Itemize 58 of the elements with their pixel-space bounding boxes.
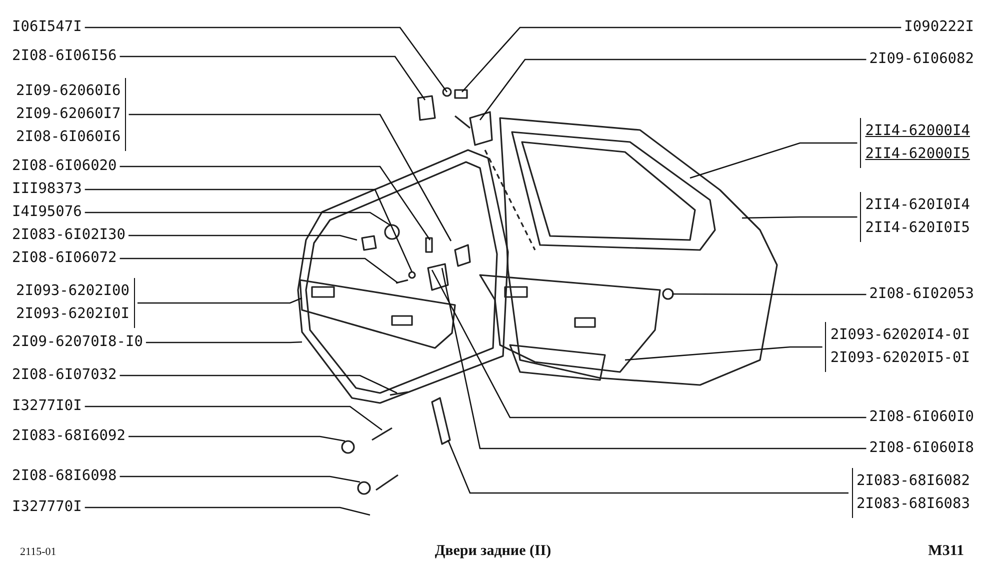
leader-line [120, 166, 431, 240]
leader-line [690, 142, 858, 179]
part-number: 2I08-6I060I0 [869, 406, 974, 429]
part-number: I3277I0I [12, 395, 82, 418]
part-number: 2I08-6I06072 [12, 247, 117, 270]
leader-line [128, 114, 452, 242]
leader-line [742, 216, 858, 219]
part-number: 2I083-68I6092 [12, 425, 126, 448]
leader-line [462, 26, 902, 92]
part-number: 2I093-62020I5-0I [830, 349, 970, 368]
part-number: 2I09-62070I8-I0 [12, 331, 143, 354]
part-number: 2I083-68I6082 [856, 472, 970, 491]
part-number: I327770I [12, 496, 82, 519]
leader-line [84, 506, 370, 516]
part-number: 2I08-6I06I56 [12, 45, 117, 68]
part-number: 2I08-6I060I6 [16, 128, 121, 147]
part-number: 2I08-68I6098 [12, 465, 117, 488]
part-number: 2II4-620I0I5 [865, 219, 970, 238]
leader-line [624, 346, 822, 361]
part-number: 2I093-6202I00 [16, 282, 130, 301]
leader-line [441, 268, 866, 450]
part-number: 2II4-62000I5 [865, 145, 970, 164]
leader-line [128, 234, 358, 241]
leader-line [84, 26, 448, 92]
part-number: 2I083-6I02I30 [12, 224, 126, 247]
leader-line [128, 436, 346, 442]
part-number: 2I093-62020I4-0I [830, 326, 970, 345]
part-number: I4I95076 [12, 201, 82, 224]
part-number: I06I547I [12, 16, 82, 39]
leader-line [120, 56, 426, 100]
part-number: 2II4-62000I4 [865, 122, 970, 141]
leader-line [84, 406, 382, 431]
leader-line [146, 341, 302, 344]
leader-line [120, 258, 398, 284]
part-number: 2II4-620I0I4 [865, 196, 970, 215]
part-number: III98373 [12, 178, 82, 201]
part-number: 2I083-68I6083 [856, 495, 970, 514]
leader-line [84, 212, 390, 226]
leader-line [447, 440, 848, 494]
part-number: 2I093-6202I0I [16, 305, 130, 324]
part-number: 2I09-62060I7 [16, 105, 121, 124]
leader-line [84, 188, 413, 272]
leader-line [120, 374, 398, 394]
leader-line [672, 293, 866, 296]
part-number: 2I09-6I06082 [869, 48, 974, 71]
part-number: I090222I [904, 16, 974, 39]
leader-line [120, 476, 360, 483]
part-number: 2I09-62060I6 [16, 82, 121, 101]
part-number: 2I08-6I02053 [869, 283, 974, 306]
leader-line [431, 270, 866, 418]
caption: Двери задние (II) [434, 543, 552, 560]
drawing-code: 2115-01 [20, 546, 56, 558]
part-number: 2I08-6I07032 [12, 364, 117, 387]
leader-line [138, 297, 302, 304]
part-number: 2I08-6I060I8 [869, 437, 974, 460]
leader-line [479, 58, 866, 120]
part-number: 2I08-6I06020 [12, 155, 117, 178]
page-number: M311 [928, 543, 964, 560]
